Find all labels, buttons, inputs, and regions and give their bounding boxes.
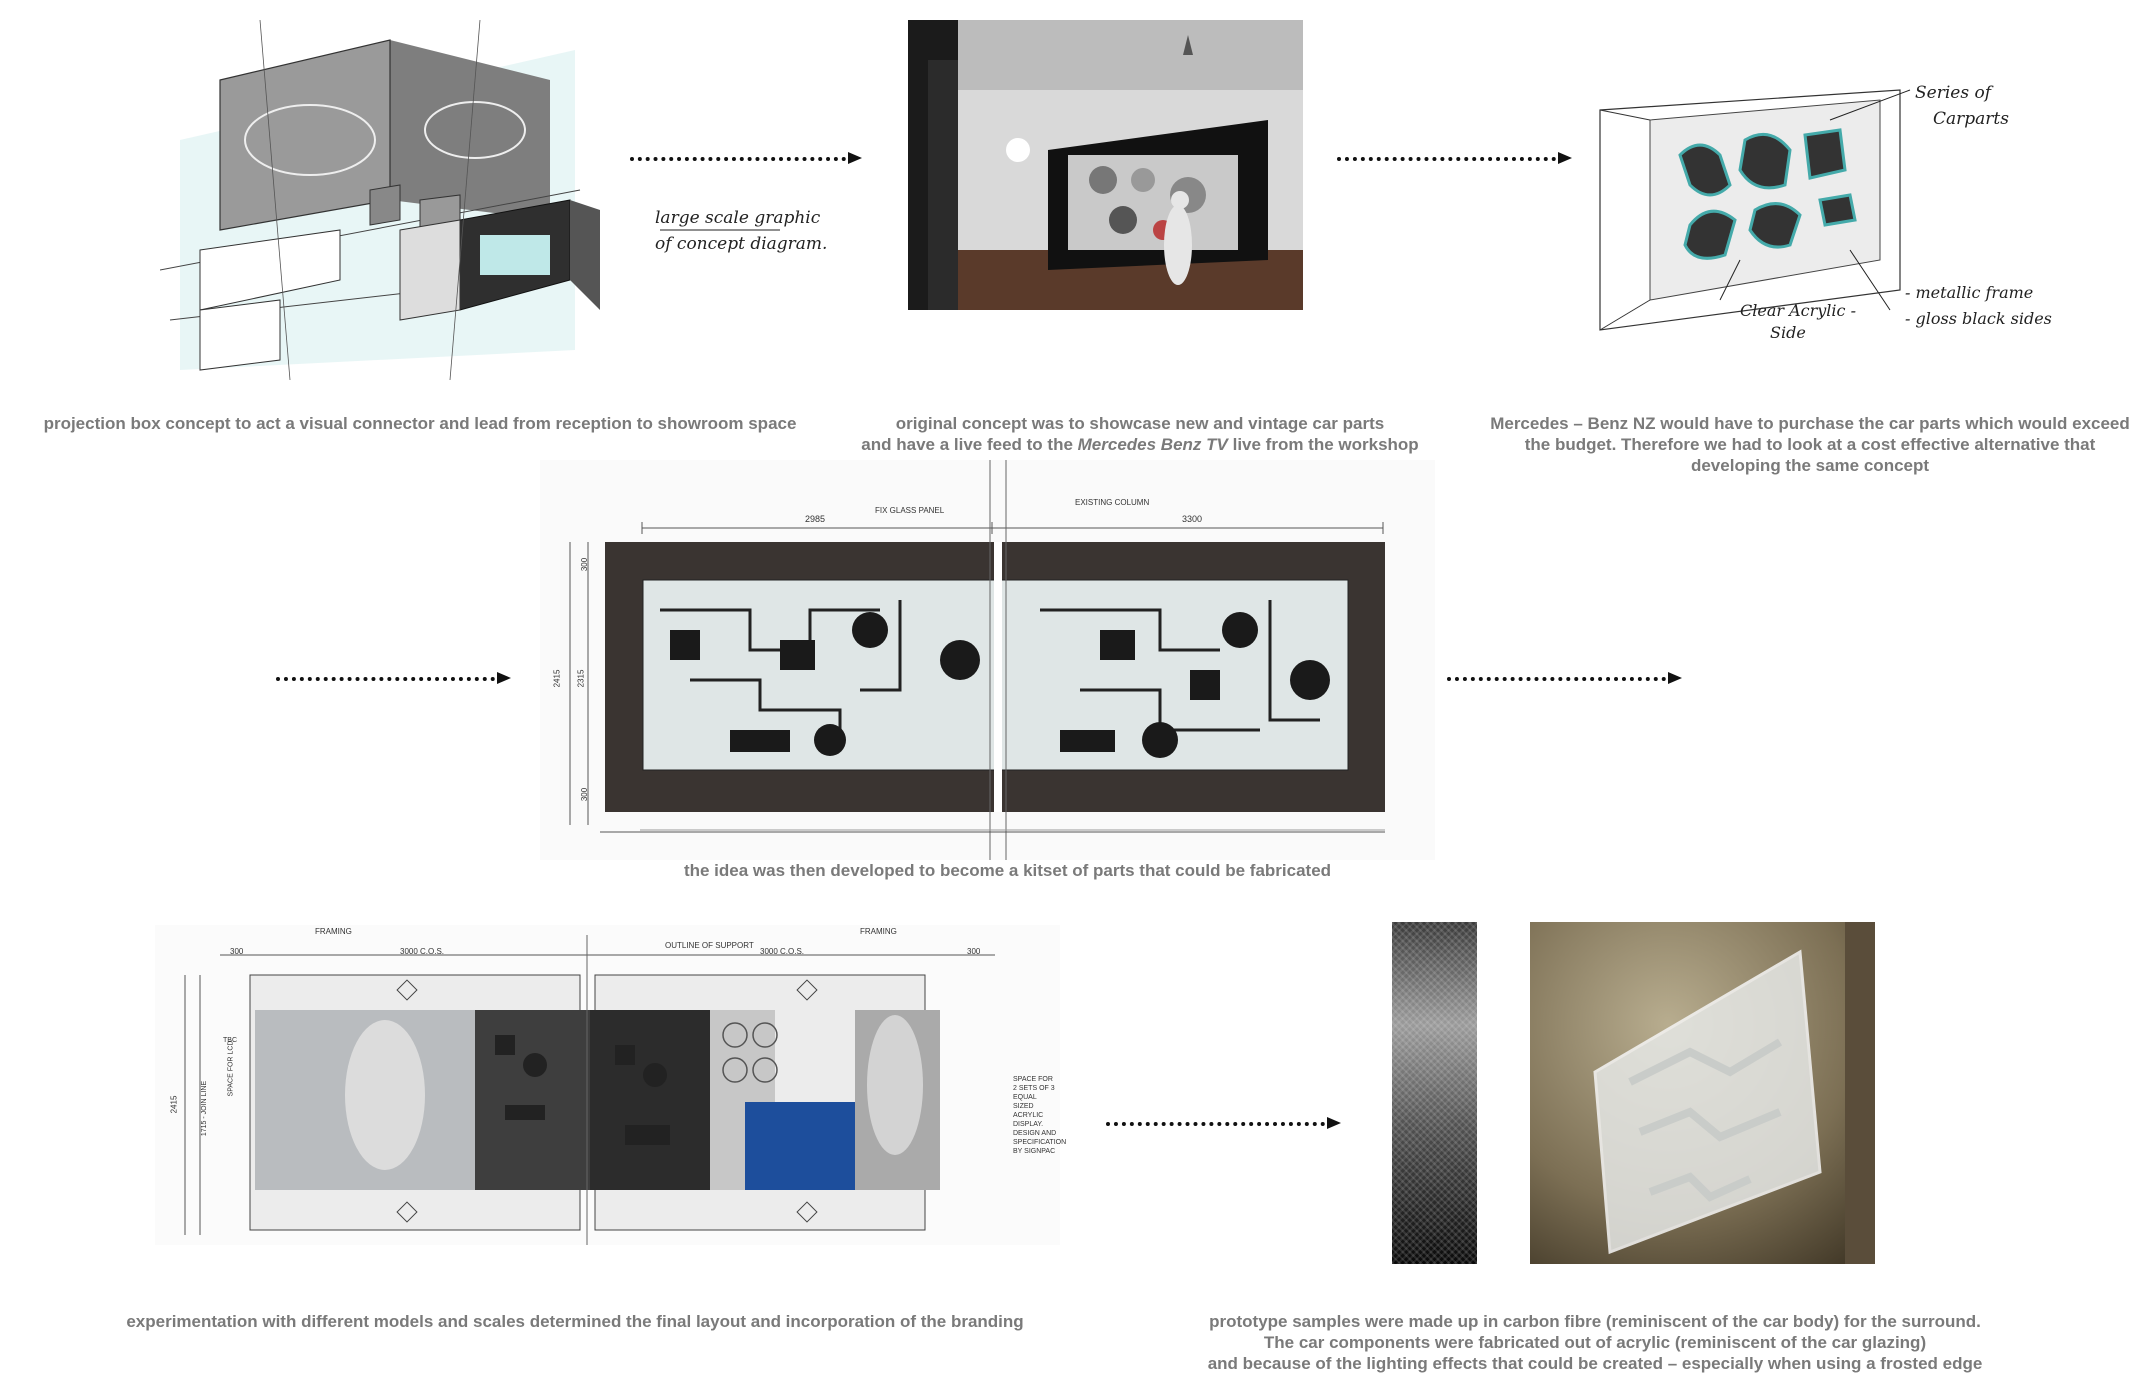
kitset-label-glass: FIX GLASS PANEL bbox=[875, 506, 945, 515]
final-dim-tbc: TBC bbox=[223, 1037, 237, 1044]
caption-original-line-2: and have a live feed to the Mercedes Ben… bbox=[830, 434, 1450, 455]
space-note-line-6: DISPLAY. bbox=[1013, 1121, 1044, 1128]
kitset-elevation-drawing: 2985 3300 FIX GLASS PANEL EXISTING COLUM… bbox=[540, 460, 1435, 860]
caption-prototype-line-2: The car components were fabricated out o… bbox=[1263, 1333, 1927, 1352]
kitset-dim-height-total: 2415 bbox=[552, 669, 562, 688]
kitset-dim-bottom: 300 bbox=[580, 787, 590, 802]
caption-prototype: prototype samples were made up in carbon… bbox=[1085, 1311, 2105, 1374]
space-note-line-1: SPACE FOR bbox=[1013, 1076, 1053, 1083]
sketch3-note-clear: Clear Acrylic - Side bbox=[1740, 300, 1856, 344]
caption-projection: projection box concept to act a visual c… bbox=[43, 414, 797, 433]
final-dim-cos-right: 3000 C.O.S. bbox=[760, 947, 805, 956]
projection-box-sketch: large scale graphic of concept diagram. bbox=[159, 19, 850, 381]
caption-prototype-line-3: and because of the lighting effects that… bbox=[1207, 1354, 1983, 1373]
acrylic-sample-photo bbox=[1530, 922, 1875, 1264]
final-label-support: OUTLINE OF SUPPORT bbox=[665, 941, 754, 950]
kitset-label-column: EXISTING COLUMN bbox=[1075, 498, 1150, 507]
sketch1-note-line-2: of concept diagram. bbox=[655, 234, 828, 254]
sketch3-series-line-1: Series of bbox=[1915, 83, 1991, 103]
kitset-dim-height-mid: 2315 bbox=[576, 669, 586, 688]
kitset-dim-left: 2985 bbox=[805, 514, 826, 524]
final-dim-lcd: SPACE FOR LCD bbox=[227, 1040, 235, 1097]
kitset-dim-right: 3300 bbox=[1182, 514, 1203, 524]
caption-kitset: the idea was then developed to become a … bbox=[683, 861, 1332, 880]
final-dim-join: 1715 - JOIN LINE bbox=[201, 1080, 209, 1137]
final-layout-drawing: 300 3000 C.O.S. OUTLINE OF SUPPORT 3000 … bbox=[155, 925, 1066, 1245]
space-note-line-4: SIZED bbox=[1013, 1103, 1034, 1110]
sketch3-metallic-line-1: - metallic frame bbox=[1905, 283, 2034, 302]
caption-prototype-line-1: prototype samples were made up in carbon… bbox=[1209, 1312, 1981, 1331]
final-label-framing-2: FRAMING bbox=[860, 927, 897, 936]
final-dim-300-right: 300 bbox=[967, 947, 981, 956]
final-label-framing-1: FRAMING bbox=[315, 927, 352, 936]
sketch3-clear-line-1: Clear Acrylic - bbox=[1740, 301, 1856, 320]
showroom-render bbox=[908, 20, 1303, 310]
sketch3-note-series: Series of Carparts bbox=[1915, 80, 2009, 132]
sketch3-metallic-line-2: - gloss black sides bbox=[1905, 309, 2052, 328]
sketch3-note-metallic: - metallic frame - gloss black sides bbox=[1905, 280, 2052, 332]
space-note-line-3: EQUAL bbox=[1013, 1094, 1037, 1101]
space-note-line-8: SPECIFICATION bbox=[1013, 1139, 1067, 1146]
caption-original-concept: original concept was to showcase new and… bbox=[830, 413, 1450, 455]
arrow-right-4 bbox=[1447, 672, 1682, 684]
final-dim-300-left: 300 bbox=[230, 947, 244, 956]
arrow-right-1 bbox=[630, 152, 862, 164]
caption-budget: Mercedes – Benz NZ would have to purchas… bbox=[1490, 414, 2130, 475]
caption-original-suffix: live from the workshop bbox=[1227, 435, 1419, 454]
caption-original-line-1: original concept was to showcase new and… bbox=[895, 414, 1385, 433]
final-dim-height-total: 2415 bbox=[169, 1095, 179, 1114]
space-note-line-7: DESIGN AND bbox=[1013, 1130, 1057, 1137]
arrow-right-3 bbox=[276, 672, 511, 684]
sketch1-note-line-1: large scale graphic bbox=[655, 208, 821, 228]
final-dim-cos-left: 3000 C.O.S. bbox=[400, 947, 445, 956]
sketch3-series-line-2: Carparts bbox=[1933, 109, 2009, 129]
arrow-right-2 bbox=[1337, 152, 1572, 164]
space-note-line-2: 2 SETS OF 3 bbox=[1013, 1085, 1055, 1092]
caption-original-prefix: and have a live feed to the bbox=[861, 435, 1078, 454]
car-parts-sketch: Series of Carparts Clear Acrylic - Side … bbox=[1580, 60, 2140, 360]
final-space-note: SPACE FOR 2 SETS OF 3 EQUAL SIZED ACRYLI… bbox=[1013, 1075, 1066, 1156]
caption-experimentation: experimentation with different models an… bbox=[126, 1312, 1024, 1331]
caption-mercedes-tv: Mercedes Benz TV bbox=[1077, 435, 1228, 454]
kitset-dim-top: 300 bbox=[580, 557, 590, 572]
space-note-line-5: ACRYLIC bbox=[1013, 1112, 1044, 1119]
space-note-line-9: BY SIGNPAC bbox=[1013, 1148, 1056, 1155]
sketch3-clear-line-2: Side bbox=[1770, 323, 1806, 342]
carbon-fibre-sample-photo bbox=[1392, 922, 1477, 1264]
sketch1-note: large scale graphic of concept diagram. bbox=[655, 205, 845, 257]
arrow-right-5 bbox=[1106, 1117, 1341, 1129]
